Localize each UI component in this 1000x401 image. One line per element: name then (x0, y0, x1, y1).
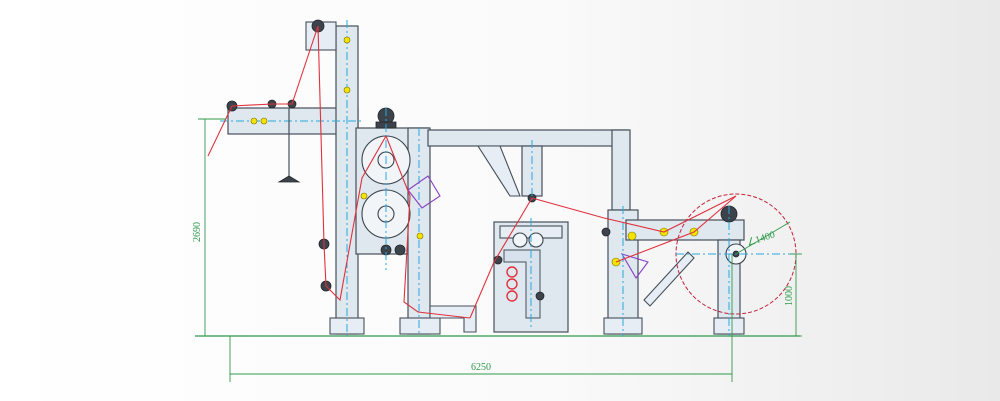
lift-cylinder (643, 251, 695, 307)
guide-roller-icon (360, 192, 368, 200)
web-path (207, 25, 737, 319)
swing-arm (620, 253, 649, 279)
dancer-weight (277, 175, 301, 183)
tension-arm (407, 175, 441, 209)
length-dimension-label: 6250 (471, 362, 491, 373)
heater-roller (506, 290, 518, 302)
right-post (611, 129, 631, 211)
guide-roller-icon (394, 244, 406, 256)
diameter-dimension-label: ∠1400 (746, 229, 777, 248)
guide-roller-icon (343, 36, 351, 44)
winding-tower (355, 107, 631, 336)
left-tower (220, 19, 365, 336)
treatment-unit (493, 218, 569, 333)
guide-roller-icon (260, 117, 268, 125)
pressure-roll (512, 232, 528, 248)
dimension-roll-height: 1000 (784, 253, 802, 337)
heater-roller (506, 266, 518, 278)
rear-foot (399, 317, 441, 335)
roll-height-dimension-label: 1000 (784, 286, 795, 306)
guide-roller-icon (416, 232, 424, 240)
heater-roller (506, 278, 518, 290)
crossbeam-brace (476, 145, 521, 197)
guide-roller-icon (627, 231, 637, 241)
top-crossbeam (427, 129, 629, 147)
pressure-roll (528, 232, 544, 248)
guide-roller-icon (250, 117, 258, 125)
heater-rollers (506, 266, 518, 302)
unwind-stand (601, 193, 800, 336)
guide-roller-icon (535, 291, 545, 301)
guide-roller-icon (601, 227, 611, 237)
unwind-arm (625, 219, 745, 241)
dimension-height: 2690 (192, 118, 226, 337)
dimension-length: 6250 (229, 254, 733, 382)
guide-roller-icon (343, 86, 351, 94)
lower-tray (429, 305, 477, 333)
height-dimension-label: 2690 (192, 222, 203, 242)
